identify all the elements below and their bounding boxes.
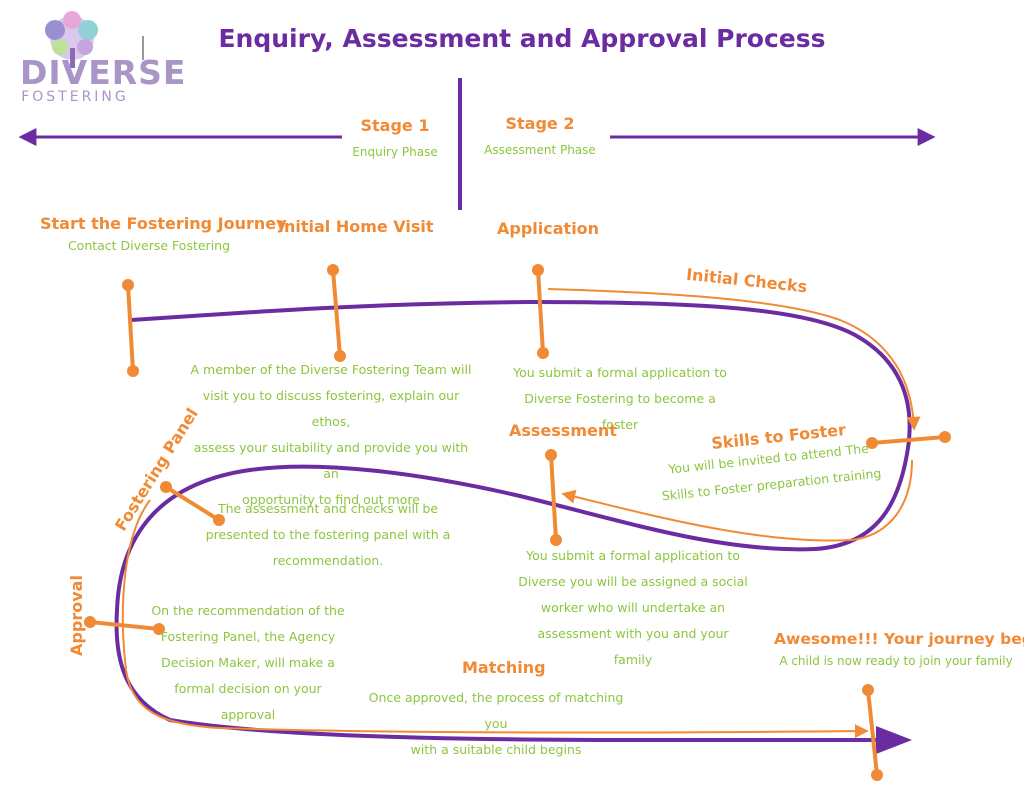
approval-text: On the recommendation of the Fostering P…: [146, 598, 350, 728]
pin-application: [532, 264, 549, 359]
pin-start: [122, 279, 139, 377]
approval-line: Decision Maker, will make a: [161, 655, 335, 670]
pin-approval: [84, 616, 165, 635]
home-visit-text: A member of the Diverse Fostering Team w…: [186, 357, 476, 513]
panel-line: The assessment and checks will be: [217, 501, 439, 516]
home-visit-line: opportunity to find out more: [242, 492, 420, 507]
assessment-heading: Assessment: [509, 421, 617, 440]
home-visit-heading: Initial Home Visit: [278, 217, 434, 236]
stage-1-heading: Stage 1: [360, 116, 430, 135]
logo-main-text: DIVERSE: [20, 53, 187, 92]
application-heading: Application: [497, 219, 600, 238]
start-heading: Start the Fostering Journey: [40, 214, 287, 233]
logo: DIVERSE FOSTERING: [20, 53, 187, 105]
stage-2: Stage 2 Assessment Phase: [470, 114, 610, 157]
journey-text: A child is now ready to join your family: [779, 654, 1013, 668]
assessment-line: worker who will undertake an: [540, 600, 726, 615]
matching-text: Once approved, the process of matching y…: [356, 685, 636, 763]
pin-panel: [160, 481, 225, 526]
page-title: Enquiry, Assessment and Approval Process: [218, 24, 826, 53]
logo-sub-text: FOSTERING: [21, 89, 129, 105]
assessment-line: Diverse you will be assigned a social: [518, 574, 748, 589]
stage-1-subtitle: Enquiry Phase: [352, 145, 438, 159]
logo-tree-icon: [45, 11, 98, 68]
approval-to-matching-arrow: [121, 499, 869, 739]
approval-heading: Approval: [66, 575, 86, 656]
step-journey: Awesome!!! Your journey begins A child i…: [774, 630, 1024, 674]
journey-end-arrow: [876, 726, 912, 754]
journey-heading: Awesome!!! Your journey begins: [774, 630, 1024, 648]
stage-1: Stage 1 Enquiry Phase: [340, 116, 450, 159]
approval-line: formal decision on your approval: [174, 681, 322, 722]
home-visit-line: visit you to discuss fostering, explain …: [202, 388, 460, 429]
panel-line: recommendation.: [272, 553, 384, 568]
home-visit-line: assess your suitability and provide you …: [193, 440, 469, 481]
assessment-text: You submit a formal application to Diver…: [518, 543, 748, 673]
pin-assessment: [545, 449, 562, 546]
application-line: Diverse Fostering to become a foster: [524, 391, 716, 432]
application-text: You submit a formal application to Diver…: [505, 360, 735, 438]
assessment-line: assessment with you and your family: [537, 626, 729, 667]
start-text: Contact Diverse Fostering: [67, 238, 231, 253]
skills-return-arrow: [561, 459, 913, 542]
stage-2-subtitle: Assessment Phase: [484, 143, 596, 157]
panel-line: presented to the fostering panel with a: [205, 527, 451, 542]
pin-skills: [866, 431, 951, 449]
matching-heading: Matching: [462, 658, 546, 677]
stage-2-heading: Stage 2: [505, 114, 575, 133]
matching-line: Once approved, the process of matching y…: [368, 690, 624, 731]
approval-line: On the recommendation of the: [151, 603, 345, 618]
step-start: Start the Fostering Journey Contact Dive…: [40, 214, 287, 259]
pin-journey: [862, 684, 883, 781]
matching-line: with a suitable child begins: [410, 742, 582, 757]
initial-checks-arrow: [547, 288, 921, 431]
approval-line: Fostering Panel, the Agency: [160, 629, 336, 644]
panel-text: The assessment and checks will be presen…: [200, 496, 456, 574]
pin-home-visit: [327, 264, 346, 362]
application-line: You submit a formal application to: [513, 365, 727, 380]
assessment-line: You submit a formal application to: [526, 548, 740, 563]
home-visit-line: A member of the Diverse Fostering Team w…: [190, 362, 472, 377]
